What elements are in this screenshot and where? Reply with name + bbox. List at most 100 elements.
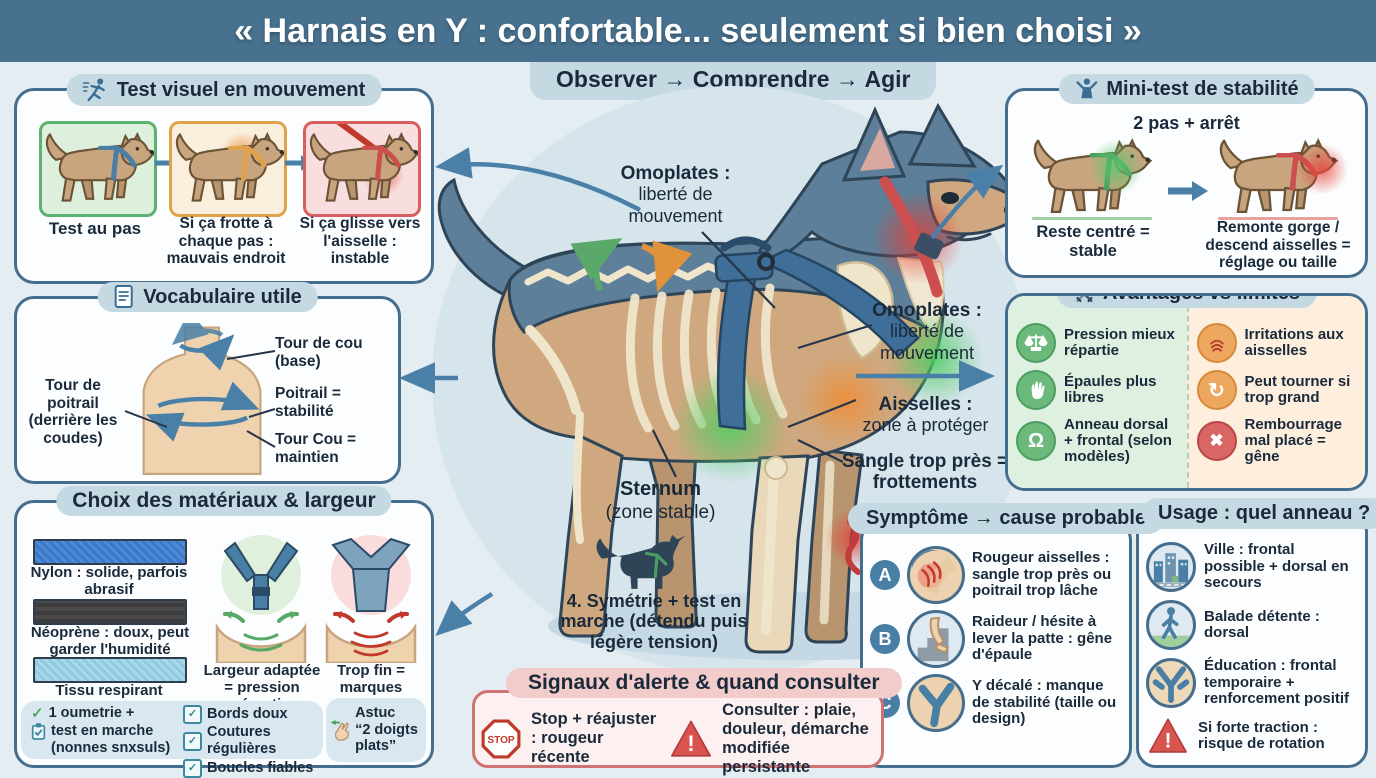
usage-list: Ville : frontal possible + dorsal en sec… — [1138, 534, 1362, 764]
panel-usage-header: Usage : quel anneau ? — [1142, 498, 1376, 529]
svg-text:!: ! — [1164, 728, 1171, 752]
city-icon — [1146, 542, 1196, 592]
checkbox-icon: ✓ — [183, 731, 202, 751]
neoprene-label: Néoprène : doux, peut garder l'humidité — [30, 624, 190, 658]
stable-glow — [1088, 139, 1144, 195]
title-bar: « Harnais en Y : confortable... seulemen… — [0, 0, 1376, 62]
usage-item-balade: Balade détente : dorsal — [1146, 600, 1356, 650]
tissu-label: Tissu respirant — [55, 682, 163, 699]
card-test-au-pas — [39, 121, 157, 217]
usage-item-education: Éducation : frontal temporaire + renforc… — [1146, 658, 1356, 708]
irritation-icon — [1196, 323, 1237, 363]
check-icon: ✓ — [31, 705, 44, 722]
checklist-quality: ✓ Bords doux ✓ Coutures régulières ✓ Bou… — [183, 705, 323, 778]
label-poitrail-stabilite: Poitrail = stabilité — [275, 385, 341, 420]
label-aisselles: Aisselles : zone à protéger — [862, 394, 989, 436]
panel-avantages: Avantages vs limites Pression mieux répa… — [1005, 293, 1368, 491]
label-omoplates-left: Omoplates : liberté de mouvement — [620, 163, 731, 226]
warning-triangle-icon: ! — [1146, 716, 1190, 756]
two-fingers-hand-icon — [330, 720, 350, 741]
page-title: « Harnais en Y : confortable... seulemen… — [234, 11, 1142, 50]
torso-pointer-lines — [124, 350, 276, 448]
usage-item-traction: ! Si forte traction : risque de rotation — [1146, 716, 1356, 756]
usage-item-ville: Ville : frontal possible + dorsal en sec… — [1146, 542, 1356, 592]
astuce-bubble: Astuc “2 doigts plats” — [326, 698, 426, 762]
panel-vocabulaire: Vocabulaire utile Tour de poitrail (derr… — [14, 282, 401, 484]
subtitle-pill: Observer → Comprendre → Agir — [530, 62, 937, 100]
pros-column: Pression mieux répartie Épaules plus lib… — [1008, 296, 1187, 488]
label-tour-poitrail: Tour de poitrail (derrière les coudes) — [28, 377, 118, 447]
unstable-dog — [1212, 137, 1352, 221]
scales-icon — [1016, 323, 1056, 363]
checklist-main: ✓ 1 oumetrie + test en marche (nonnes sn… — [31, 705, 171, 757]
checklist-bar: ✓ 1 oumetrie + test en marche (nonnes sn… — [21, 701, 323, 778]
svg-text:!: ! — [687, 731, 694, 756]
bad-padding-icon: ✖ — [1196, 421, 1237, 462]
ring-icon: Ω — [1016, 421, 1056, 462]
badge-b: B — [870, 624, 900, 654]
label-cou-maintien: Tour Cou = maintien — [275, 431, 357, 466]
panel-mini-test: Mini-test de stabilité 2 pas + arrêt Res… — [1005, 74, 1368, 278]
pro-item: Pression mieux répartie — [1016, 323, 1179, 363]
pro-item: Ω Anneau dorsal + frontal (selon modèles… — [1016, 416, 1179, 466]
symptome-item-a: A Rougeur aisselles : sangle trop près o… — [870, 546, 1118, 604]
tissu-strip — [33, 657, 187, 683]
card-glisse — [303, 121, 421, 217]
checkbox-icon: ✓ — [183, 758, 202, 778]
stop-label: Stop + réajuster : rougeur récente — [531, 710, 657, 767]
badge-a: A — [870, 560, 900, 590]
panel-test-visuel: Test visuel en mouvement Test au pas Si … — [14, 74, 434, 284]
mini-test-subtitle: 2 pas + arrêt — [1133, 113, 1240, 133]
label-omoplates-right: Omoplates : liberté de mouvement — [872, 300, 982, 363]
torso-diagram — [142, 323, 262, 476]
good-width-illustration — [215, 535, 307, 663]
rotate-icon: ↻ — [1196, 370, 1237, 410]
symptome-item-c: C Y décalé : manque de stabilité (taille… — [870, 674, 1118, 732]
unstable-glow — [1296, 143, 1348, 195]
astuce-text: Astuc “2 doigts plats” — [355, 704, 418, 755]
card-frotte — [169, 121, 287, 217]
label-sangle: Sangle trop près = frottements — [841, 451, 1009, 494]
walking-person-icon — [1146, 600, 1196, 650]
label-sternum: Sternum (zone stable) — [605, 478, 716, 523]
panel-symptome-header: Symptôme → cause probable — [848, 503, 1165, 534]
small-dog-silhouette — [596, 534, 686, 589]
sword-icon — [1075, 296, 1093, 302]
panel-avantages-header: Avantages vs limites — [1056, 296, 1317, 308]
panel-symptome — [860, 520, 1132, 768]
runner-icon — [82, 78, 105, 102]
symptome-list: A Rougeur aisselles : sangle trop près o… — [862, 540, 1124, 738]
mini-test-arrow — [1168, 181, 1208, 201]
panel-signaux-header: Signaux d'alerte & quand consulter — [506, 668, 902, 698]
panel-signaux: STOP Stop + réajuster : rougeur récente … — [472, 690, 884, 776]
cons-column: Irritations aux aisselles ↻ Peut tourner… — [1186, 296, 1365, 488]
panel-vocabulaire-header: Vocabulaire utile — [97, 282, 318, 312]
bad-width-illustration — [325, 535, 417, 663]
card-label-1: Test au pas — [48, 219, 142, 238]
consult-label: Consulter : plaie, douleur, démarche mod… — [722, 701, 869, 776]
y-harness-icon — [1146, 658, 1196, 708]
stop-text: STOP — [487, 735, 515, 746]
card-label-3: Si ça glisse vers l'aisselle : instable — [299, 215, 421, 267]
unstable-label: Remonte gorge / descend aisselles = régl… — [1205, 219, 1351, 271]
nylon-label: Nylon : solide, parfois abrasif — [30, 564, 188, 598]
stability-figure-icon — [1075, 78, 1097, 99]
con-item: ↻ Peut tourner si trop grand — [1196, 370, 1358, 410]
document-icon — [114, 285, 133, 308]
offset-y-icon — [907, 674, 965, 732]
symptome-item-b: B Raideur / hésite à lever la patte : gê… — [870, 610, 1118, 668]
stable-label: Reste centré = stable — [1036, 223, 1150, 260]
checkbox-icon: ✓ — [183, 705, 202, 724]
con-item: ✖ Rembourrage mal placé = gêne — [1196, 416, 1358, 466]
panel-test-visuel-header: Test visuel en mouvement — [66, 74, 382, 106]
panel-materiaux-header: Choix des matériaux & largeur — [56, 486, 392, 516]
panel-mini-test-header: Mini-test de stabilité — [1058, 74, 1315, 104]
con-item: Irritations aux aisselles — [1196, 323, 1358, 363]
stable-dog — [1026, 137, 1166, 221]
stop-sign-icon: STOP — [479, 717, 523, 761]
nylon-strip — [33, 539, 187, 565]
label-symetrie: 4. Symétrie + test en marche (détendu pu… — [560, 591, 748, 652]
armpit-redness-icon — [907, 546, 965, 604]
pro-item: Épaules plus libres — [1016, 370, 1179, 410]
label-tour-cou: Tour de cou (base) — [275, 335, 363, 370]
